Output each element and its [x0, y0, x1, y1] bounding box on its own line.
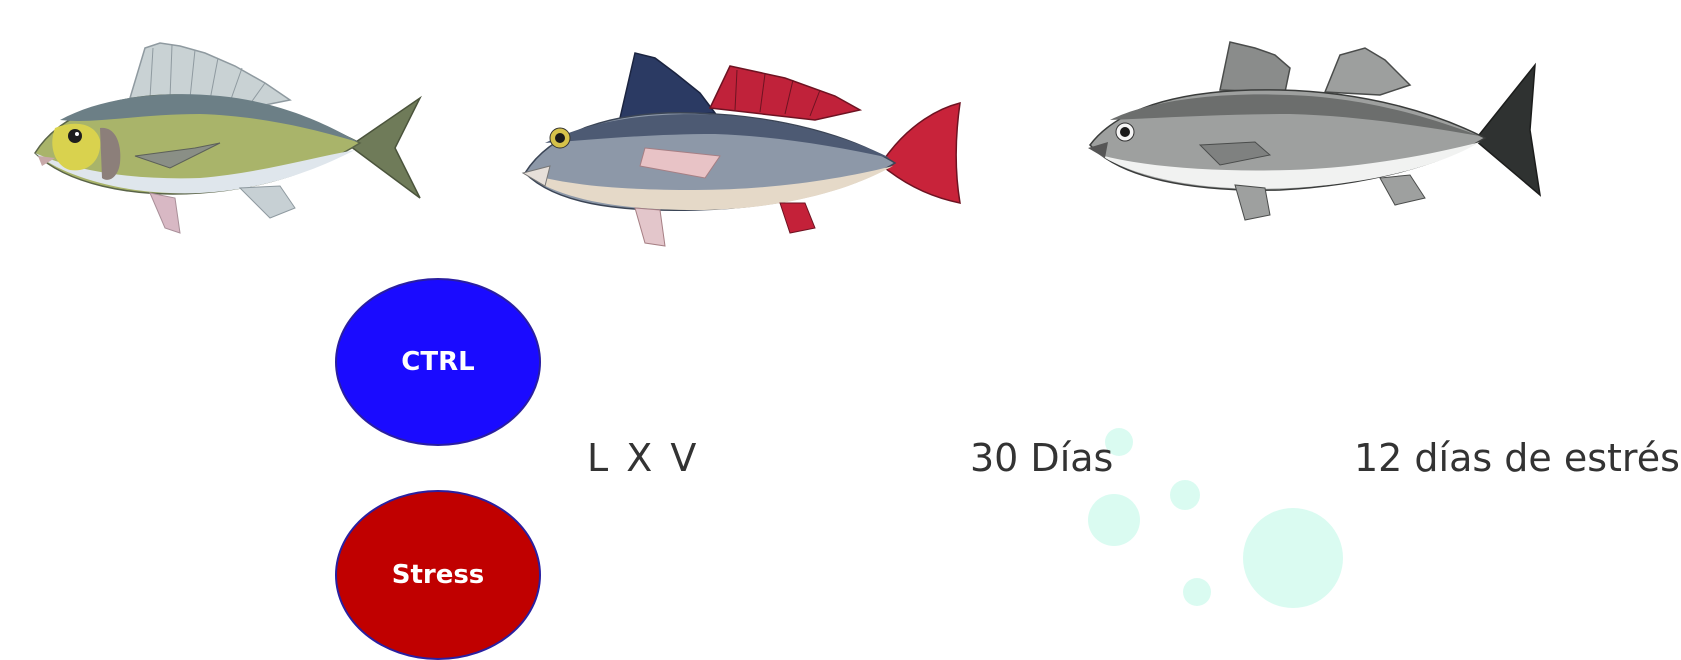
ctrl-label: CTRL [401, 347, 474, 377]
decor-bubble [1088, 494, 1140, 546]
sea-bass-illustration [1080, 30, 1550, 230]
meagre-illustration [515, 38, 970, 253]
sea-bream-illustration [20, 28, 440, 238]
decor-bubble [1243, 508, 1343, 608]
thirty-days-label: 30 Días [970, 436, 1113, 480]
decor-bubble [1183, 578, 1211, 606]
decor-bubble [1170, 480, 1200, 510]
stress-group-oval: Stress [335, 490, 541, 660]
ctrl-group-oval: CTRL [335, 278, 541, 446]
stress-days-label: 12 días de estrés [1354, 436, 1680, 480]
lxv-label: L X V [587, 436, 699, 480]
stress-label: Stress [392, 560, 485, 590]
